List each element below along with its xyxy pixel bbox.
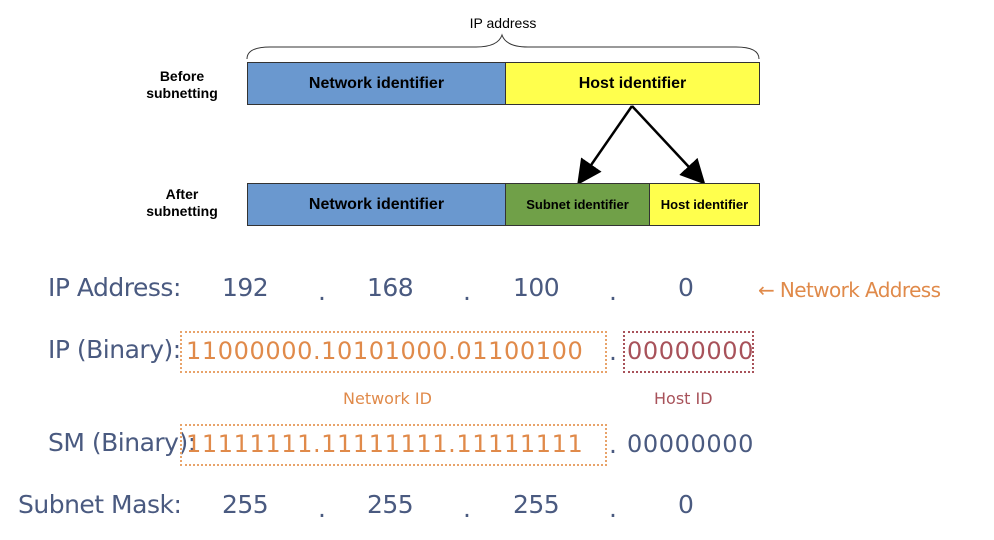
network-id-label: Network ID <box>343 389 432 408</box>
after-host-identifier: Host identifier <box>649 183 760 226</box>
before-network-label: Network identifier <box>308 74 445 92</box>
before-network-identifier: Network identifier <box>247 62 506 105</box>
after-network-label: Network identifier <box>308 195 445 213</box>
ip-address-brace <box>246 33 760 60</box>
ip-binary-network-part: 11000000.10101000.01100100 <box>186 337 584 365</box>
sm-octet-4: 0 <box>678 490 694 519</box>
ip-octet-1: 192 <box>222 273 269 302</box>
sm-octet-1: 255 <box>222 490 269 519</box>
network-address-note: ← Network Address <box>758 278 941 302</box>
after-host-label: Host identifier <box>660 197 749 212</box>
split-arrows <box>577 105 706 186</box>
sm-binary-host-part: 00000000 <box>627 430 754 458</box>
ip-octet-2: 168 <box>367 273 414 302</box>
before-subnetting-label: Before subnetting <box>146 68 218 101</box>
ip-dot-3: . <box>609 277 617 306</box>
ip-host-dotted-box <box>623 331 754 373</box>
ip-address-row-label: IP Address: <box>48 273 181 302</box>
subnet-mask-row-label: Subnet Mask: <box>18 490 182 519</box>
ip-dot-2: . <box>463 277 471 306</box>
after-network-identifier: Network identifier <box>247 183 506 226</box>
sm-binary-row-label: SM (Binary): <box>48 428 196 457</box>
host-id-label: Host ID <box>654 389 713 408</box>
ip-binary-host-part: 00000000 <box>627 337 754 365</box>
sm-dot-2: . <box>463 494 471 523</box>
sm-dot-3: . <box>609 494 617 523</box>
sm-binary-network-part: 11111111.11111111.11111111 <box>186 430 584 458</box>
ip-binary-row-label: IP (Binary): <box>48 335 181 364</box>
ip-binary-separator: . <box>609 337 617 366</box>
sm-octet-2: 255 <box>367 490 414 519</box>
sm-dot-1: . <box>318 494 326 523</box>
ip-dot-1: . <box>318 277 326 306</box>
before-host-label: Host identifier <box>578 74 687 92</box>
sm-network-dotted-box <box>180 424 607 466</box>
sm-octet-3: 255 <box>513 490 560 519</box>
before-host-identifier: Host identifier <box>505 62 760 105</box>
after-subnet-identifier: Subnet identifier <box>505 183 650 226</box>
ip-network-dotted-box <box>180 331 607 373</box>
after-subnet-label: Subnet identifier <box>526 197 629 212</box>
after-subnetting-label: After subnetting <box>146 186 218 219</box>
sm-binary-separator: . <box>609 430 617 459</box>
ip-octet-3: 100 <box>513 273 560 302</box>
ip-address-label: IP address <box>469 15 537 31</box>
ip-octet-4: 0 <box>678 273 694 302</box>
